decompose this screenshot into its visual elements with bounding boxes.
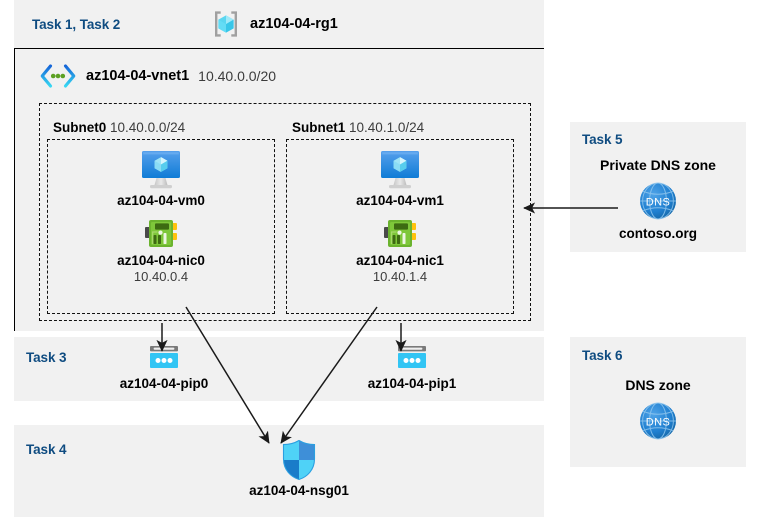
network-security-group-icon [281, 439, 317, 481]
nsg-label: az104-04-nsg01 [249, 483, 349, 498]
subnet1-cidr: 10.40.1.0/24 [349, 120, 425, 135]
vnet-cidr: 10.40.0.0/20 [198, 68, 277, 84]
task5-panel: Task 5 Private DNS zone [570, 122, 746, 252]
pip0-label: az104-04-pip0 [119, 376, 209, 391]
virtual-machine-icon [377, 149, 423, 191]
private-dns-node[interactable]: DNS contoso.org [578, 179, 738, 241]
private-dns-heading: Private DNS zone [600, 157, 716, 173]
nic1-label: az104-04-nic1 [356, 253, 444, 268]
svg-text:DNS: DNS [646, 196, 670, 208]
pip1-node[interactable]: az104-04-pip1 [332, 344, 492, 391]
task-label-1-2: Task 1, Task 2 [32, 17, 121, 32]
resource-group-panel: Task 1, Task 2 az104-04-rg1 [14, 0, 544, 48]
svg-text:DNS: DNS [646, 416, 670, 428]
subnet1-box [286, 139, 514, 314]
task-label-5: Task 5 [582, 132, 623, 147]
nic1-node[interactable]: az104-04-nic1 10.40.1.4 [320, 217, 480, 284]
public-ip-address-icon [394, 344, 430, 374]
vm1-node[interactable]: az104-04-vm1 [320, 149, 480, 208]
task6-panel: Task 6 DNS zone DNS [570, 337, 746, 467]
resource-group-header: az104-04-rg1 [210, 8, 338, 40]
network-interface-icon [382, 217, 418, 251]
pip1-label: az104-04-pip1 [367, 376, 457, 391]
nic1-ip: 10.40.1.4 [372, 269, 428, 284]
pip0-node[interactable]: az104-04-pip0 [84, 344, 244, 391]
subnet0-cidr: 10.40.0.0/24 [110, 120, 186, 135]
nsg-node[interactable]: az104-04-nsg01 [219, 439, 379, 498]
vnet-panel: az104-04-vnet1 10.40.0.0/20 Subnet0 10.4… [14, 48, 544, 331]
vm1-label: az104-04-vm1 [356, 193, 444, 208]
nic0-ip: 10.40.0.4 [133, 269, 189, 284]
nic0-label: az104-04-nic0 [117, 253, 205, 268]
subnet0-title: Subnet0 10.40.0.0/24 [53, 120, 185, 135]
dns-zone-icon: DNS [636, 179, 680, 223]
vm0-node[interactable]: az104-04-vm0 [81, 149, 241, 208]
vnet-header: az104-04-vnet1 10.40.0.0/20 [39, 63, 276, 89]
public-ip-address-icon [146, 344, 182, 374]
public-dns-node[interactable]: DNS [578, 399, 738, 443]
nic0-node[interactable]: az104-04-nic0 10.40.0.4 [81, 217, 241, 284]
task-label-4: Task 4 [26, 442, 67, 457]
virtual-network-icon [39, 63, 77, 89]
resource-group-name: az104-04-rg1 [250, 16, 338, 32]
subnet1-title: Subnet1 10.40.1.0/24 [292, 120, 424, 135]
virtual-machine-icon [138, 149, 184, 191]
dns-zone-icon: DNS [636, 399, 680, 443]
private-dns-zone-name: contoso.org [619, 226, 697, 241]
task-label-6: Task 6 [582, 348, 623, 363]
subnet0-name: Subnet0 [53, 120, 107, 135]
vnet-name: az104-04-vnet1 [86, 68, 190, 84]
task4-panel: Task 4 a [14, 425, 544, 517]
resource-group-icon [210, 8, 242, 40]
network-interface-icon [143, 217, 179, 251]
subnet1-name: Subnet1 [292, 120, 346, 135]
task-label-3: Task 3 [26, 350, 67, 365]
vm0-label: az104-04-vm0 [117, 193, 205, 208]
dns-zone-heading: DNS zone [625, 377, 691, 393]
subnet0-box [47, 139, 275, 314]
task3-panel: Task 3 az104-04-pip0 [14, 337, 544, 401]
